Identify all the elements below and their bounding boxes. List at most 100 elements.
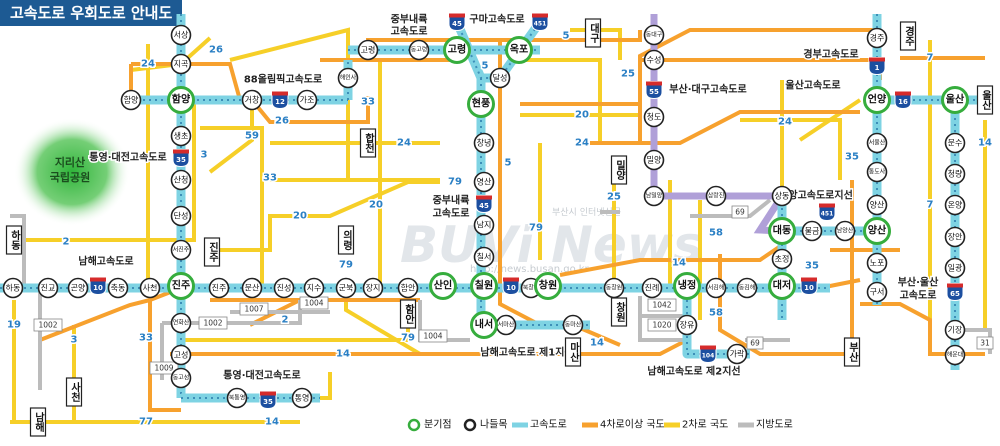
- interchange-node[interactable]: 노포: [866, 252, 888, 274]
- interchange-node[interactable]: 동마산: [562, 314, 584, 336]
- junction-node[interactable]: 냉정: [673, 272, 701, 300]
- interchange-node[interactable]: 동고령: [408, 39, 430, 61]
- junction-node[interactable]: 내서: [470, 311, 498, 339]
- legend-item-interchange: 나들목: [463, 419, 508, 432]
- interchange-node[interactable]: 동창원: [603, 277, 625, 299]
- junction-node[interactable]: 옥포: [505, 36, 533, 64]
- interchange-node[interactable]: 동김해: [736, 277, 758, 299]
- interchange-node[interactable]: 문수: [944, 132, 966, 154]
- local-road-number: 1002: [198, 316, 228, 330]
- interchange-node[interactable]: 해인사: [337, 67, 359, 89]
- interchange-node[interactable]: 단성: [170, 205, 192, 227]
- interchange-node[interactable]: 구서: [866, 281, 888, 303]
- junction-node[interactable]: 대저: [768, 272, 796, 300]
- junction-node[interactable]: 양산: [863, 217, 891, 245]
- interchange-node[interactable]: 경주: [866, 27, 888, 49]
- interchange-node[interactable]: 장지: [362, 277, 384, 299]
- interchange-node[interactable]: 문산: [241, 277, 263, 299]
- interchange-node[interactable]: 동고성: [170, 367, 192, 389]
- interchange-node[interactable]: 수성: [643, 49, 665, 71]
- interchange-node[interactable]: 함양: [120, 89, 142, 111]
- interchange-node[interactable]: 진례: [641, 277, 663, 299]
- interchange-marker: [489, 67, 511, 89]
- interchange-node[interactable]: 창녕: [473, 132, 495, 154]
- interchange-node[interactable]: 청도: [643, 106, 665, 128]
- interchange-node[interactable]: 가락: [726, 343, 748, 365]
- interchange-node[interactable]: 서마산: [495, 314, 517, 336]
- interchange-node[interactable]: 진교: [37, 277, 59, 299]
- junction-node[interactable]: 현풍: [467, 90, 495, 118]
- interchange-node[interactable]: 사천: [139, 277, 161, 299]
- junction-node[interactable]: 창원: [534, 272, 562, 300]
- interchange-label: 북창원: [523, 284, 540, 292]
- interchange-node[interactable]: 통도사: [866, 161, 888, 183]
- interchange-node[interactable]: 밀양: [643, 149, 665, 171]
- interchange-node[interactable]: 생초: [170, 125, 192, 147]
- interchange-marker: [643, 106, 665, 128]
- junction-node[interactable]: 대동: [768, 217, 796, 245]
- interchange-node[interactable]: 해운대: [944, 344, 966, 366]
- destination-box: 하동: [5, 225, 23, 255]
- junction-label: 창원: [539, 279, 557, 292]
- interchange-node[interactable]: 남양산: [834, 220, 856, 242]
- shield-body: [894, 91, 912, 110]
- interchange-node[interactable]: 북통영: [226, 387, 248, 409]
- interchange-node[interactable]: 장안: [944, 226, 966, 248]
- junction-node[interactable]: 언양: [863, 86, 891, 114]
- interchange-node[interactable]: 서김해: [705, 277, 727, 299]
- interchange-node[interactable]: 고령: [357, 39, 379, 61]
- interchange-node[interactable]: 서상: [170, 24, 192, 46]
- interchange-node[interactable]: 거창: [241, 89, 263, 111]
- interchange-marker: [208, 277, 230, 299]
- destination-box-text: 사천: [69, 381, 81, 402]
- interchange-node[interactable]: 물금: [801, 220, 823, 242]
- local-road-number: 69: [731, 205, 749, 219]
- interchange-node[interactable]: 청량: [944, 163, 966, 185]
- interchange-node[interactable]: 군북: [335, 277, 357, 299]
- destination-box: 합천: [359, 128, 377, 158]
- junction-node[interactable]: 고령: [443, 36, 471, 64]
- interchange-node[interactable]: 진주: [208, 277, 230, 299]
- interchange-node[interactable]: 연화산: [170, 312, 192, 334]
- interchange-node[interactable]: 초정: [771, 248, 793, 270]
- interchange-node[interactable]: 서울산: [866, 132, 888, 154]
- interchange-marker: [170, 239, 192, 261]
- expressway-shield-icon: 55: [645, 81, 663, 100]
- interchange-node[interactable]: 산청: [170, 169, 192, 191]
- interchange-node[interactable]: 지수: [303, 277, 325, 299]
- interchange-node[interactable]: 남지: [473, 214, 495, 236]
- interchange-node[interactable]: 온양: [944, 194, 966, 216]
- junction-node[interactable]: 함양: [167, 86, 195, 114]
- interchange-node[interactable]: 남밀양: [643, 185, 665, 207]
- interchange-node[interactable]: 일광: [944, 257, 966, 279]
- interchange-node[interactable]: 축동: [107, 277, 129, 299]
- interchange-node[interactable]: 기장: [944, 319, 966, 341]
- interchange-node[interactable]: 영산: [473, 171, 495, 193]
- interchange-node[interactable]: 동대구: [643, 24, 665, 46]
- interchange-marker: [801, 220, 823, 242]
- interchange-node[interactable]: 달성: [489, 67, 511, 89]
- interchange-node[interactable]: 함안: [397, 277, 419, 299]
- interchange-node[interactable]: 삼랑진: [705, 185, 727, 207]
- junction-node[interactable]: 산인: [429, 272, 457, 300]
- interchange-node[interactable]: 하동: [2, 277, 24, 299]
- interchange-node[interactable]: 지곡: [170, 53, 192, 75]
- interchange-node[interactable]: 칠서: [473, 246, 495, 268]
- interchange-node[interactable]: 곤양: [67, 277, 89, 299]
- local-number-text: 1004: [423, 332, 442, 341]
- interchange-node[interactable]: 진성: [273, 277, 295, 299]
- route-number: 26: [275, 116, 289, 127]
- junction-node[interactable]: 칠원: [470, 272, 498, 300]
- interchange-node[interactable]: 고성: [170, 344, 192, 366]
- interchange-node[interactable]: 통영: [291, 387, 313, 409]
- interchange-node[interactable]: 가조: [296, 89, 318, 111]
- route-number: 14: [672, 258, 686, 269]
- interchange-node[interactable]: 양산: [866, 194, 888, 216]
- interchange-node[interactable]: 장유: [676, 314, 698, 336]
- junction-node[interactable]: 울산: [941, 86, 969, 114]
- interchange-node[interactable]: 상동: [771, 185, 793, 207]
- junction-node[interactable]: 진주: [167, 272, 195, 300]
- interchange-node[interactable]: 서진주: [170, 239, 192, 261]
- interchange-marker: [944, 163, 966, 185]
